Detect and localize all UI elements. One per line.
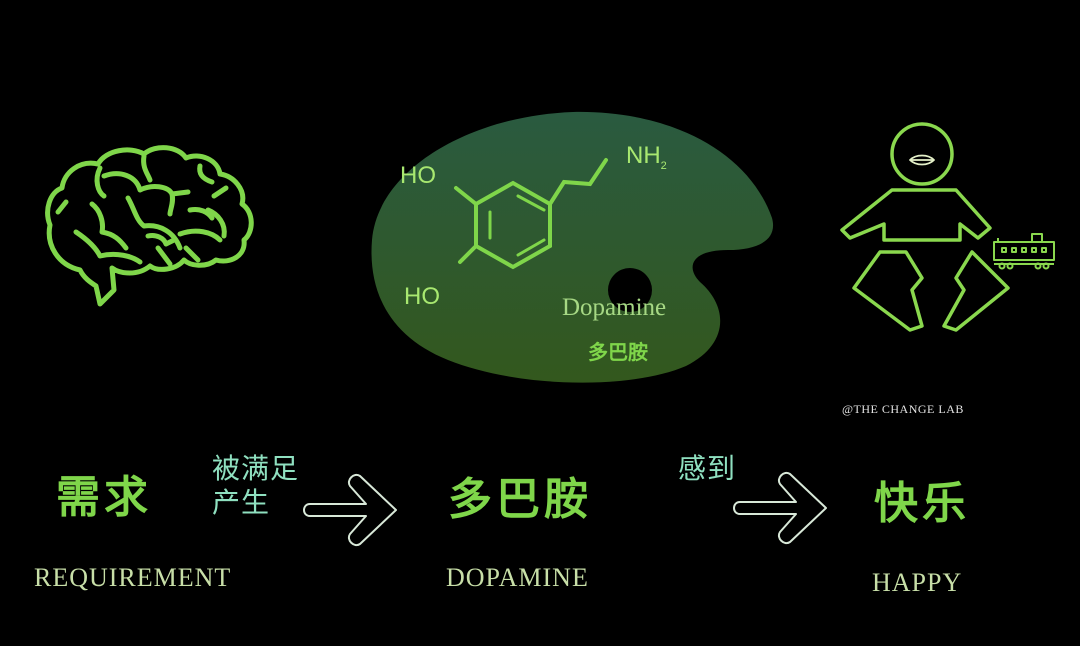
molecule-ho-bottom-label: HO	[404, 283, 440, 310]
toy-train-caboose-icon	[993, 233, 1055, 270]
baby-illustration	[836, 120, 1066, 340]
nh2-text: NH	[626, 142, 661, 169]
brain-icon	[45, 145, 254, 307]
step-dopamine-en: DOPAMINE	[446, 563, 589, 592]
credit-text: @THE CHANGE LAB	[842, 402, 964, 416]
transition-line-1: 被满足	[212, 452, 300, 485]
arrow-right-icon	[303, 474, 397, 546]
dopamine-molecule-icon	[454, 158, 608, 270]
transition-line-1: 感到	[678, 452, 737, 485]
nh2-subscript: 2	[660, 159, 667, 172]
step-requirement-en: REQUIREMENT	[34, 563, 232, 592]
baby-icon	[840, 122, 1010, 332]
step-requirement-zh: 需求	[56, 472, 152, 523]
palette-illustration	[368, 110, 778, 385]
arrow-1	[300, 468, 402, 552]
transition-feel-label: 感到	[678, 452, 736, 486]
arrow-2	[730, 466, 832, 550]
transition-line-2: 产生	[212, 485, 271, 519]
arrow-right-icon	[733, 472, 827, 544]
step-happy-zh: 快乐	[874, 478, 970, 529]
step-happy-en: HAPPY	[872, 568, 963, 597]
palette-icon	[371, 111, 774, 383]
brain-illustration	[40, 140, 260, 310]
molecule-ho-top-label: HO	[400, 162, 436, 189]
molecule-name-en: Dopamine	[562, 294, 667, 321]
molecule-name-zh: 多巴胺	[588, 340, 648, 364]
transition-satisfied-label: 被满足 产生	[212, 452, 299, 519]
step-dopamine-zh: 多巴胺	[448, 474, 592, 525]
molecule-nh2-label: NH2	[626, 142, 667, 172]
